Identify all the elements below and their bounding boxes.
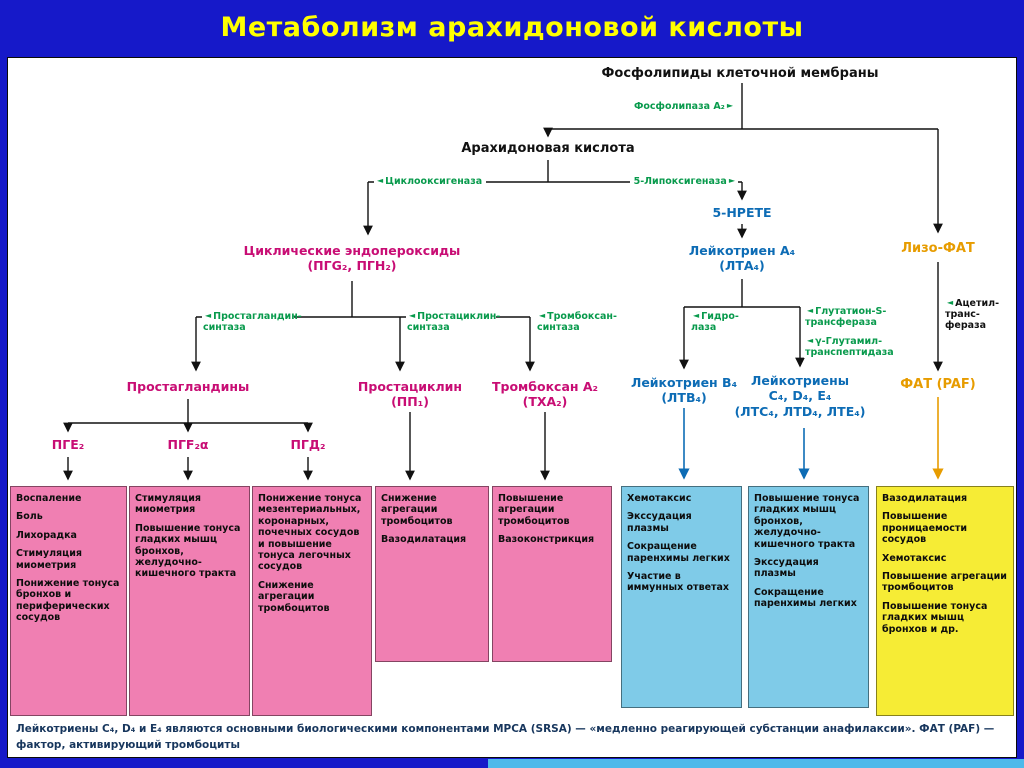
enzyme-label-prostacyclin-synthase: ◄Простациклин-синтаза [406, 311, 500, 334]
enzyme-arrow-icon: ◄ [377, 176, 384, 185]
node-prostacyclin: Простациклин (ПП₁) [352, 379, 468, 410]
enzyme-name: Простациклин-синтаза [407, 311, 501, 334]
enzyme-arrow-icon: ◄ [409, 311, 416, 320]
effect-item: Понижение тонуса бронхов и периферически… [16, 577, 120, 624]
node-line: (ЛТА₄) [719, 258, 765, 274]
enzyme-arrow-icon: ◄ [947, 298, 954, 307]
node-pge2: ПГЕ₂ [51, 437, 85, 452]
node-line: С₄, D₄, Е₄ [768, 388, 832, 404]
enzyme-name: γ-Глутамил-транспептидаза [805, 336, 894, 359]
node-phospholipids: Фосфолипиды клеточной мембраны [601, 66, 879, 81]
node-line: (ПГG₂, ПГН₂) [307, 258, 397, 274]
node-line: (ТХА₂) [522, 394, 568, 410]
node-line: Лейкотриен В₄ [630, 375, 738, 390]
enzyme-label-prostaglandin-synthase: ◄Простагландин-синтаза [202, 311, 302, 334]
node-pgd2: ПГД₂ [290, 437, 326, 452]
node-line: (ЛТВ₄) [661, 390, 707, 406]
effect-item: Повышение тонуса гладких мышц бронхов, ж… [135, 522, 241, 580]
effect-item: Сокращение паренхимы легких [627, 541, 730, 564]
enzyme-arrow-icon: ◄ [807, 306, 814, 315]
node-cyclic-endoperoxides: Циклические эндопероксиды (ПГG₂, ПГН₂) [228, 243, 476, 274]
enzyme-name: Циклооксигеназа [385, 176, 483, 187]
node-line: Простациклин [357, 379, 463, 394]
effect-item: Снижение агрегации тромбоцитов [258, 579, 330, 614]
effect-item: Сокращение паренхимы легких [754, 586, 857, 610]
enzyme-name: Тромбоксан-синтаза [537, 311, 617, 334]
node-thromboxane: Тромбоксан А₂ (ТХА₂) [484, 379, 606, 410]
node-line: (ПП₁) [391, 394, 429, 410]
effect-item: Снижение агрегации тромбоцитов [381, 493, 453, 527]
enzyme-name: Глутатион-S-трансфераза [805, 306, 887, 329]
enzyme-label-thromboxane-synthase: ◄Тромбоксан-синтаза [536, 311, 622, 334]
effect-item: Повышение тонуса гладких мышц бронхов, ж… [754, 493, 860, 550]
effect-item: Лихорадка [16, 529, 77, 541]
enzyme-label-hydrolase: ◄Гидро-лаза [690, 311, 742, 334]
effect-item: Повышение агрегации тромбоцитов [882, 570, 1007, 594]
enzyme-label-5-lipoxygenase: 5-Липоксигеназа► [630, 176, 738, 188]
effect-item: Стимуляция миометрия [135, 493, 201, 516]
title-bar: Метаболизм арахидоновой кислоты [0, 0, 1024, 54]
enzyme-arrow-icon: ◄ [539, 311, 546, 320]
node-5hpete: 5-HPETE [712, 205, 772, 220]
effect-item: Хемотаксис [882, 552, 947, 564]
enzyme-name: 5-Липоксигеназа [633, 176, 727, 187]
page-title: Метаболизм арахидоновой кислоты [220, 11, 804, 43]
node-line: Лейкотриен А₄ [688, 243, 796, 258]
effect-item: Боль [16, 511, 43, 523]
enzyme-arrow-icon: ◄ [693, 311, 700, 320]
node-paf: ФАТ (PAF) [900, 377, 976, 392]
enzyme-name: Простагландин-синтаза [203, 311, 302, 334]
enzyme-arrow-icon: ◄ [807, 336, 814, 345]
effect-item: Хемотаксис [627, 493, 692, 504]
node-leukotriene-b4: Лейкотриен В₄ (ЛТВ₄) [622, 375, 746, 406]
effect-item: Экссудация плазмы [627, 511, 692, 534]
effect-item: Повышение агрегации тромбоцитов [498, 493, 570, 527]
node-pgf2a: ПГF₂α [167, 437, 209, 452]
enzyme-label-acetyltransferase: ◄Ацетил-транс-фераза [944, 298, 1006, 332]
enzyme-name: Ацетил-транс-фераза [945, 298, 1000, 332]
bottom-accent-strip [488, 759, 1024, 768]
effect-item: Повышение тонуса гладких мышц бронхов и … [882, 600, 988, 635]
footnote: Лейкотриены С₄, D₄ и Е₄ являются основны… [16, 723, 995, 751]
effect-item: Участие в иммунных ответах [627, 570, 730, 594]
enzyme-label-glutathione-s-transferase: ◄Глутатион-S-трансфераза [804, 306, 898, 329]
effect-item: Вазодилатация [381, 534, 467, 546]
effect-item: Стимуляция миометрия [16, 548, 82, 571]
effect-item: Вазодилатация [882, 493, 968, 504]
node-arachidonic-acid: Арахидоновая кислота [461, 141, 635, 156]
enzyme-name: Фосфолипаза А₂ [633, 101, 725, 112]
enzyme-label-phospholipase-a2: Фосфолипаза А₂► [612, 101, 736, 113]
enzyme-label-cyclooxygenase: ◄Циклооксигеназа [374, 176, 486, 188]
enzyme-name: Гидро-лаза [691, 311, 739, 334]
enzyme-arrow-icon: ► [728, 176, 735, 185]
effect-item: Вазоконстрикция [498, 534, 595, 546]
enzyme-label-gamma-glutamyl-transpeptidase: ◄γ-Глутамил-транспептидаза [804, 336, 902, 359]
node-prostaglandins: Простагландины [126, 379, 250, 394]
effect-item: Воспаление [16, 493, 82, 504]
node-lyso-paf: Лизо-ФАТ [901, 241, 975, 256]
effects-box-ltcde: Повышение тонуса гладких мышц бронхов, ж… [748, 486, 869, 708]
node-line: Тромбоксан А₂ [491, 379, 599, 394]
node-leukotriene-a4: Лейкотриен А₄ (ЛТА₄) [662, 243, 822, 274]
enzyme-arrow-icon: ► [726, 101, 733, 110]
enzyme-arrow-icon: ◄ [205, 311, 212, 320]
effect-item: Понижение тонуса мезентериальных, корона… [258, 493, 362, 573]
effect-item: Экссудация плазмы [754, 556, 819, 580]
node-line: Лейкотриены [750, 373, 850, 388]
effects-box-pgd2: Понижение тонуса мезентериальных, корона… [252, 486, 372, 716]
node-line: Циклические эндопероксиды [243, 243, 461, 258]
node-leukotrienes-cde: Лейкотриены С₄, D₄, Е₄ (ЛТС₄, ЛТD₄, ЛТЕ₄… [726, 373, 874, 419]
effect-item: Повышение проницаемости сосудов [882, 511, 968, 546]
node-line: (ЛТС₄, ЛТD₄, ЛТЕ₄) [734, 403, 866, 419]
